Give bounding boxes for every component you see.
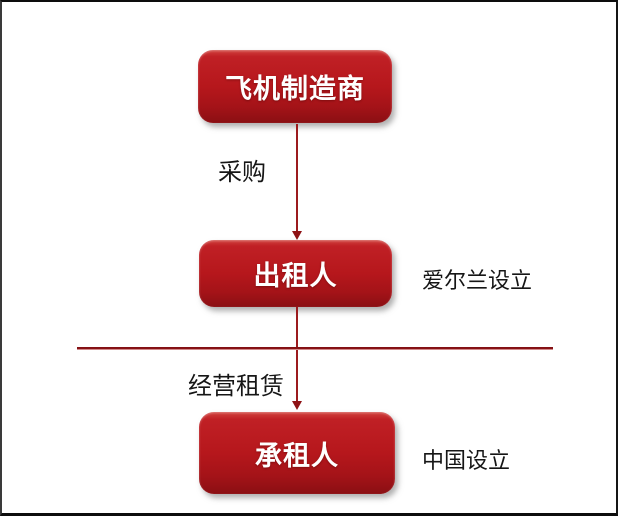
arrow-procurement-line xyxy=(296,124,298,233)
node-lessee: 承租人 xyxy=(199,412,395,494)
edge-label-operating-lease: 经营租赁 xyxy=(188,373,284,400)
jurisdiction-divider-line xyxy=(77,347,553,350)
node-lessee-label: 承租人 xyxy=(255,440,339,471)
arrow-lease-line xyxy=(296,307,298,402)
arrow-procurement-head-icon xyxy=(292,231,302,240)
node-aircraft-manufacturer: 飞机制造商 xyxy=(198,50,392,123)
arrow-lease-head-icon xyxy=(292,401,302,410)
node-lessor-label: 出租人 xyxy=(253,261,338,291)
node-aircraft-manufacturer-label: 飞机制造商 xyxy=(225,74,365,104)
edge-label-procurement: 采购 xyxy=(218,159,266,186)
side-note-china: 中国设立 xyxy=(422,448,511,473)
node-lessor: 出租人 xyxy=(199,240,392,307)
side-note-ireland: 爱尔兰设立 xyxy=(422,268,533,293)
